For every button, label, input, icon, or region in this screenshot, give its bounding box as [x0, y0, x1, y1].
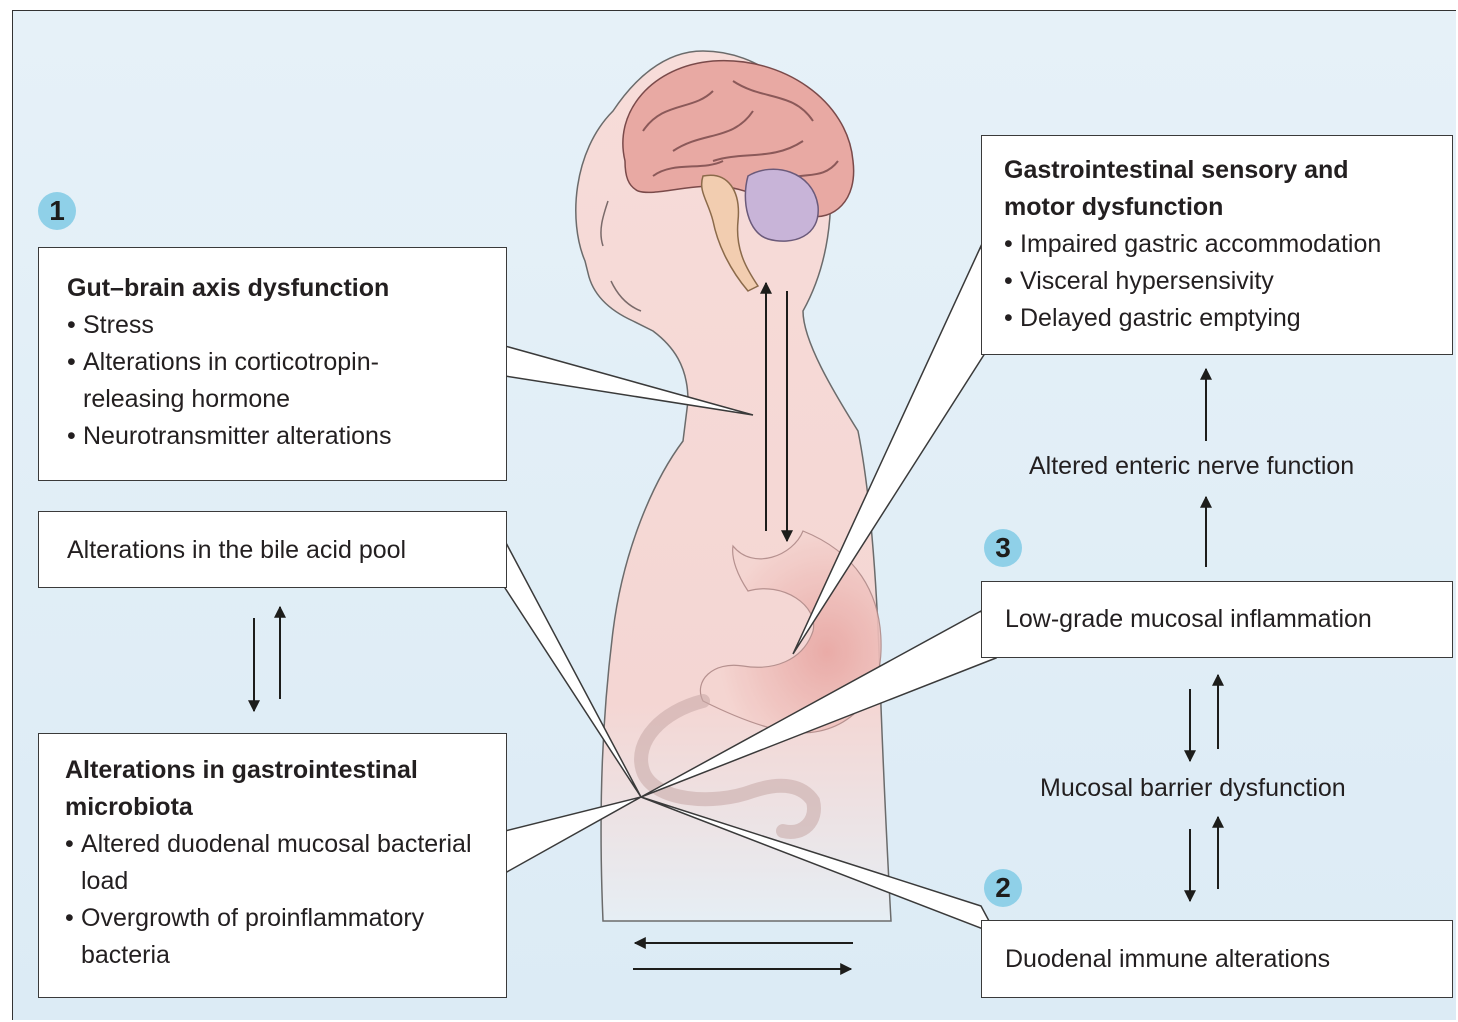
microbiota-title-line1: Alterations in gastrointestinal	[65, 752, 480, 789]
list-item: Neurotransmitter alterations	[67, 418, 478, 455]
bile-acid-box: Alterations in the bile acid pool	[38, 511, 507, 588]
list-item: Impaired gastric accommodation	[1004, 226, 1430, 263]
list-item: Delayed gastric emptying	[1004, 300, 1430, 337]
list-item: Alterations in corticotropin-releasing h…	[67, 344, 413, 418]
microbiota-box: Alterations in gastrointestinal microbio…	[38, 733, 507, 998]
badge-1: 1	[38, 192, 76, 230]
immune-box: Duodenal immune alterations	[981, 920, 1453, 998]
inflammation-box: Low-grade mucosal inflammation	[981, 581, 1453, 658]
microbiota-list: Altered duodenal mucosal bacterial load …	[65, 826, 480, 974]
bile-acid-label: Alterations in the bile acid pool	[67, 532, 478, 569]
microbiota-title-line2: microbiota	[65, 789, 480, 826]
list-item: Altered duodenal mucosal bacterial load	[65, 826, 480, 900]
gut-brain-box: Gut–brain axis dysfunction Stress Altera…	[38, 247, 507, 481]
list-item: Visceral hypersensivity	[1004, 263, 1430, 300]
barrier-label: Mucosal barrier dysfunction	[1040, 772, 1346, 804]
inflammation-label: Low-grade mucosal inflammation	[1005, 601, 1429, 638]
gi-title-line1: Gastrointestinal sensory and	[1004, 152, 1430, 189]
badge-2: 2	[984, 869, 1022, 907]
gi-list: Impaired gastric accommodation Visceral …	[1004, 226, 1430, 337]
gi-title-line2: motor dysfunction	[1004, 189, 1430, 226]
gut-brain-title: Gut–brain axis dysfunction	[67, 270, 478, 307]
list-item: Stress	[67, 307, 478, 344]
diagram-frame: 1 3 2 Gut–brain axis dysfunction Stress …	[12, 10, 1456, 1020]
enteric-label: Altered enteric nerve function	[1029, 450, 1354, 482]
immune-label: Duodenal immune alterations	[1005, 941, 1429, 978]
gut-brain-list: Stress Alterations in corticotropin-rele…	[67, 307, 478, 455]
list-item: Overgrowth of proinflammatory bacteria	[65, 900, 471, 974]
gi-dysfunction-box: Gastrointestinal sensory and motor dysfu…	[981, 135, 1453, 355]
badge-3: 3	[984, 529, 1022, 567]
